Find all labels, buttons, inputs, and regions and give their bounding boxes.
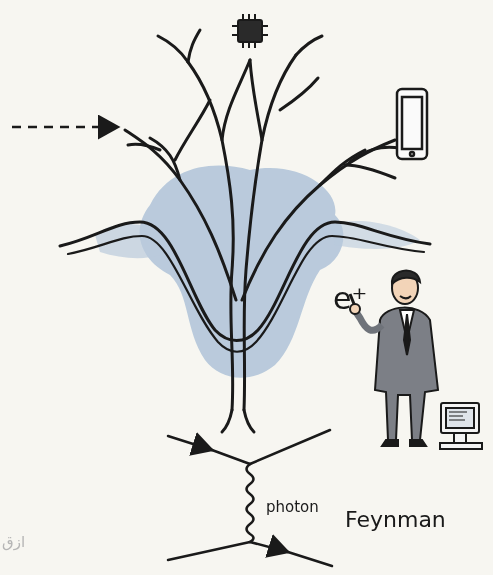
branching-paths (125, 30, 400, 432)
chip-icon (232, 14, 268, 48)
watermark: ازق (2, 535, 25, 550)
dashed-arrow (12, 126, 118, 129)
computer-icon (440, 403, 482, 449)
photon-label: photon (266, 500, 319, 515)
feynman-diagram (168, 430, 332, 566)
phone-icon (397, 89, 427, 159)
particle-label: e⁺ (333, 284, 367, 314)
feynman-label: Feynman (345, 509, 446, 531)
blue-wash (95, 166, 420, 378)
